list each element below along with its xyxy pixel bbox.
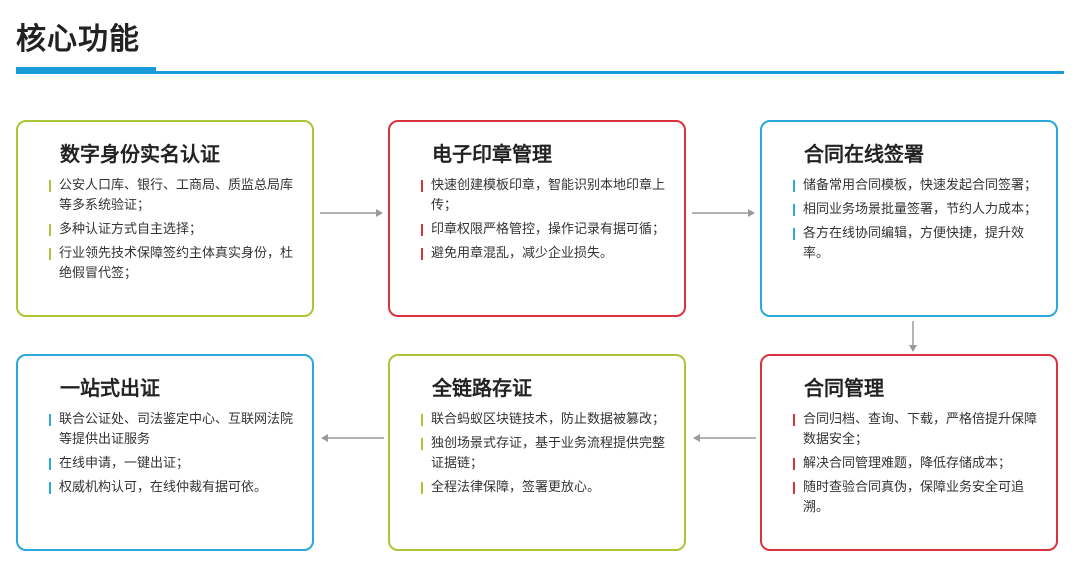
bullet-bar	[421, 414, 423, 426]
card-digital-identity: 数字身份实名认证 公安人口库、银行、工商局、质监总局库等多系统验证； 多种认证方…	[16, 120, 314, 317]
card-title: 电子印章管理	[432, 142, 552, 166]
arrow-left-icon	[692, 432, 756, 444]
bullet-bar	[49, 248, 51, 260]
list-item: 行业领先技术保障签约主体真实身份，杜绝假冒代签；	[49, 244, 296, 284]
bullet-bar	[793, 458, 795, 470]
list-item: 快速创建模板印章，智能识别本地印章上传；	[421, 176, 668, 216]
arrow-right-icon	[320, 207, 384, 219]
card-feature-list: 合同归档、查询、下载，严格倍提升保障数据安全； 解决合同管理难题，降低存储成本；…	[793, 410, 1040, 522]
bullet-bar	[421, 224, 423, 236]
list-item: 解决合同管理难题，降低存储成本；	[793, 454, 1040, 474]
bullet-bar	[421, 180, 423, 192]
list-item: 各方在线协同编辑，方便快捷，提升效率。	[793, 224, 1040, 264]
list-item: 避免用章混乱，减少企业损失。	[421, 244, 668, 264]
bullet-bar	[49, 414, 51, 426]
page-title: 核心功能	[16, 22, 140, 57]
card-one-stop-certificate: 一站式出证 联合公证处、司法鉴定中心、互联网法院等提供出证服务 在线申请，一键出…	[16, 354, 314, 551]
card-online-signing: 合同在线签署 储备常用合同模板，快速发起合同签署； 相同业务场景批量签署，节约人…	[760, 120, 1058, 317]
arrow-right-icon	[692, 207, 756, 219]
bullet-bar	[49, 458, 51, 470]
bullet-bar	[793, 414, 795, 426]
card-feature-list: 联合蚂蚁区块链技术，防止数据被篡改； 独创场景式存证，基于业务流程提供完整证据链…	[421, 410, 668, 502]
list-item: 相同业务场景批量签署，节约人力成本；	[793, 200, 1040, 220]
list-item: 随时查验合同真伪，保障业务安全可追溯。	[793, 478, 1040, 518]
list-item: 多种认证方式自主选择；	[49, 220, 296, 240]
bullet-bar	[49, 224, 51, 236]
list-item: 储备常用合同模板，快速发起合同签署；	[793, 176, 1040, 196]
list-item: 联合公证处、司法鉴定中心、互联网法院等提供出证服务	[49, 410, 296, 450]
list-item: 权威机构认可，在线仲裁有据可依。	[49, 478, 296, 498]
arrow-left-icon	[320, 432, 384, 444]
list-item: 在线申请，一键出证；	[49, 454, 296, 474]
bullet-bar	[793, 180, 795, 192]
card-full-chain-evidence: 全链路存证 联合蚂蚁区块链技术，防止数据被篡改； 独创场景式存证，基于业务流程提…	[388, 354, 686, 551]
card-feature-list: 联合公证处、司法鉴定中心、互联网法院等提供出证服务 在线申请，一键出证； 权威机…	[49, 410, 296, 502]
bullet-bar	[421, 248, 423, 260]
card-feature-list: 快速创建模板印章，智能识别本地印章上传； 印章权限严格管控，操作记录有据可循； …	[421, 176, 668, 268]
list-item: 公安人口库、银行、工商局、质监总局库等多系统验证；	[49, 176, 296, 216]
bullet-bar	[793, 228, 795, 240]
list-item: 印章权限严格管控，操作记录有据可循；	[421, 220, 668, 240]
card-title: 全链路存证	[432, 376, 532, 400]
card-title: 合同在线签署	[804, 142, 924, 166]
list-item: 全程法律保障，签署更放心。	[421, 478, 668, 498]
bullet-bar	[421, 482, 423, 494]
bullet-bar	[49, 482, 51, 494]
bullet-bar	[421, 438, 423, 450]
bullet-bar	[793, 482, 795, 494]
bullet-bar	[49, 180, 51, 192]
card-title: 合同管理	[804, 376, 884, 400]
card-electronic-seal: 电子印章管理 快速创建模板印章，智能识别本地印章上传； 印章权限严格管控，操作记…	[388, 120, 686, 317]
card-title: 一站式出证	[60, 376, 160, 400]
bullet-bar	[793, 204, 795, 216]
list-item: 独创场景式存证，基于业务流程提供完整证据链；	[421, 434, 668, 474]
title-underline	[16, 71, 1064, 74]
card-contract-management: 合同管理 合同归档、查询、下载，严格倍提升保障数据安全； 解决合同管理难题，降低…	[760, 354, 1058, 551]
list-item: 合同归档、查询、下载，严格倍提升保障数据安全；	[793, 410, 1040, 450]
card-feature-list: 公安人口库、银行、工商局、质监总局库等多系统验证； 多种认证方式自主选择； 行业…	[49, 176, 296, 288]
card-title: 数字身份实名认证	[60, 142, 220, 166]
list-item: 联合蚂蚁区块链技术，防止数据被篡改；	[421, 410, 668, 430]
title-underline-accent	[16, 67, 156, 74]
arrow-down-icon	[907, 321, 919, 353]
card-feature-list: 储备常用合同模板，快速发起合同签署； 相同业务场景批量签署，节约人力成本； 各方…	[793, 176, 1040, 268]
